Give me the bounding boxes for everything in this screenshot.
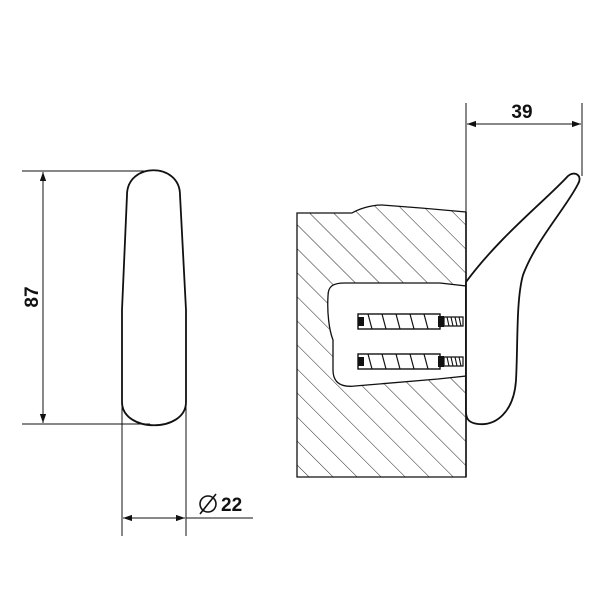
anchor-screw-upper bbox=[357, 313, 464, 330]
hook-side-outline bbox=[465, 172, 581, 425]
hook-front-view bbox=[121, 169, 187, 427]
height-dimension: 87 bbox=[22, 170, 150, 425]
wall-cavity bbox=[327, 282, 467, 387]
anchor-screw-lower bbox=[357, 353, 464, 370]
diameter-symbol-slash bbox=[199, 493, 217, 515]
hook-side-view bbox=[465, 172, 581, 425]
projection-value: 39 bbox=[511, 102, 532, 123]
diameter-dimension: 22 bbox=[121, 405, 253, 536]
diameter-value: 22 bbox=[221, 495, 242, 516]
height-value: 87 bbox=[22, 286, 43, 307]
wall-section bbox=[296, 204, 467, 478]
hook-front-outline bbox=[121, 169, 187, 427]
diameter-symbol-icon bbox=[199, 495, 217, 513]
wall-anchors bbox=[357, 313, 464, 370]
projection-dimension: 39 bbox=[465, 102, 583, 212]
